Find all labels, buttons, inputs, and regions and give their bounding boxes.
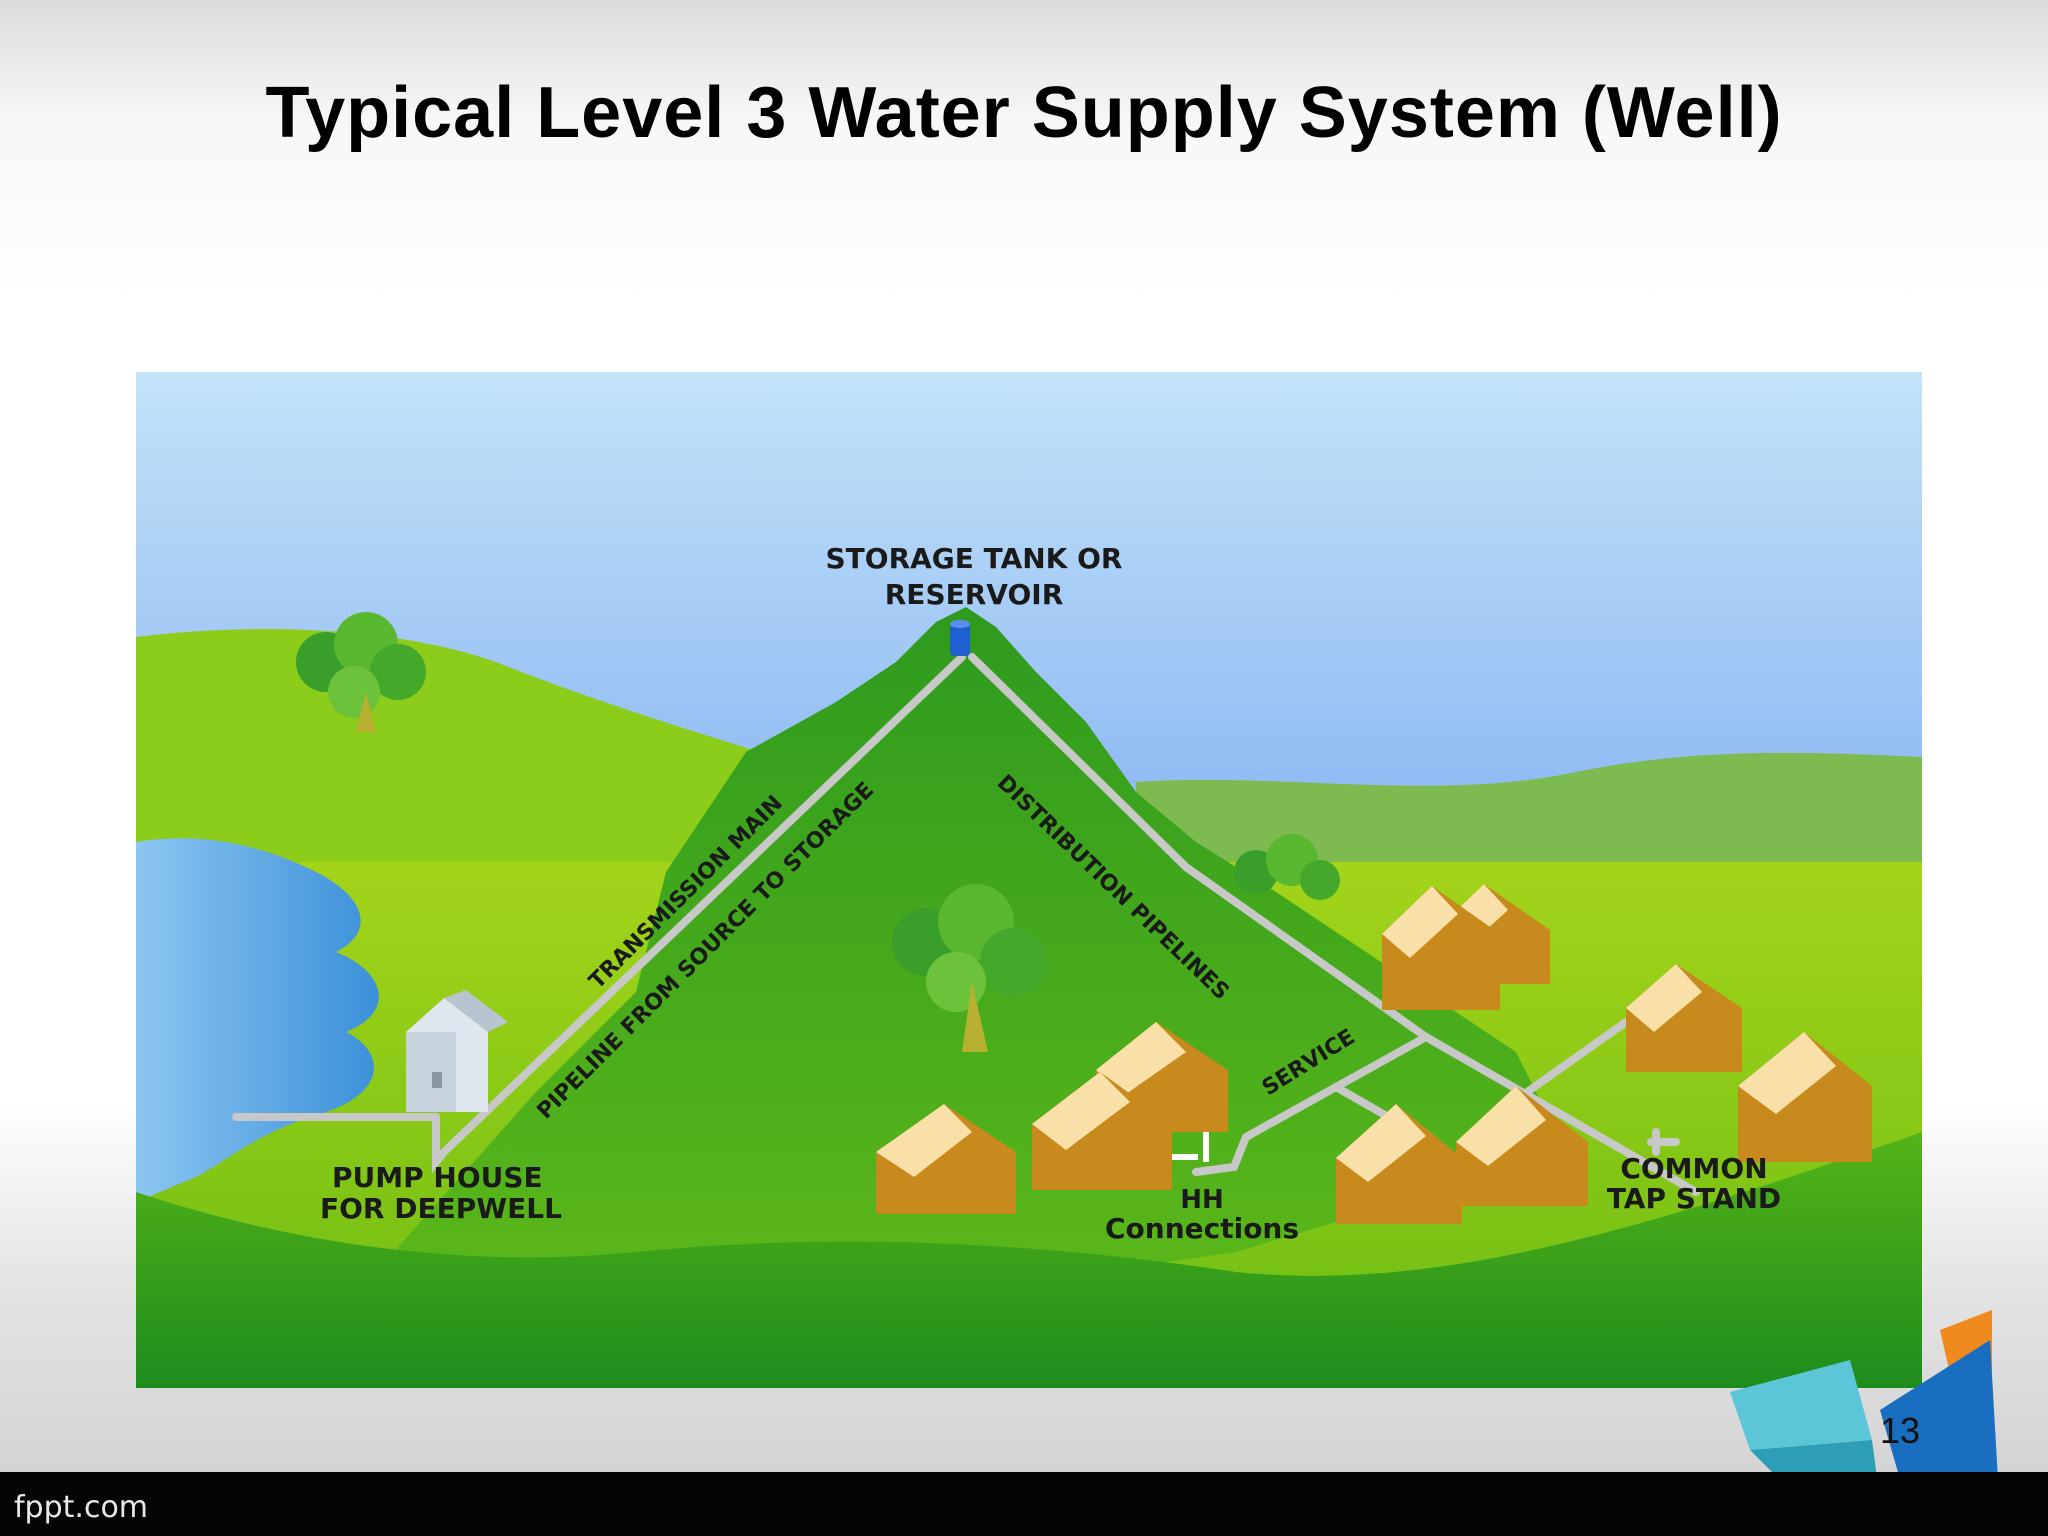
tap-stand-pipe (1647, 1128, 1680, 1156)
service-branch-2 (1502, 1018, 1630, 1111)
slide-title: Typical Level 3 Water Supply System (Wel… (265, 73, 1783, 153)
foreground-ground (136, 1132, 1922, 1388)
transmission-pipe (440, 653, 966, 1156)
label-pump-1: PUMP HOUSE (332, 1161, 543, 1194)
tree-center (892, 884, 1048, 1052)
houses (876, 884, 1872, 1224)
storage-tank (950, 620, 970, 656)
house-9 (1456, 1086, 1588, 1206)
tree-right (1234, 834, 1340, 900)
label-pump-2: FOR DEEPWELL (320, 1192, 562, 1225)
footer-brand: fppt.com (14, 1490, 149, 1525)
distribution-pipe (968, 653, 1700, 1196)
house-3 (1032, 1072, 1172, 1190)
footer-bar (0, 1472, 2048, 1536)
label-tap-1: COMMON (1620, 1152, 1767, 1185)
label-tap-2: TAP STAND (1607, 1182, 1781, 1215)
pump-house (406, 990, 508, 1112)
house-6 (1626, 964, 1742, 1072)
label-hh-1: HH (1180, 1185, 1224, 1215)
label-storage-2: RESERVOIR (885, 578, 1064, 611)
lake (136, 838, 379, 1202)
water-system-diagram: STORAGE TANK OR RESERVOIR TRANSMISSION M… (136, 372, 1922, 1388)
label-storage-1: STORAGE TANK OR (826, 542, 1123, 575)
pump-riser-pipe (432, 1113, 448, 1174)
label-hh-2: Connections (1105, 1212, 1299, 1245)
page-number: 13 (1880, 1410, 1921, 1451)
house-1 (876, 1104, 1016, 1214)
house-7 (1738, 1032, 1872, 1162)
house-8 (1336, 1104, 1462, 1224)
tree-top-left (296, 612, 426, 732)
house-5 (1382, 886, 1500, 1010)
